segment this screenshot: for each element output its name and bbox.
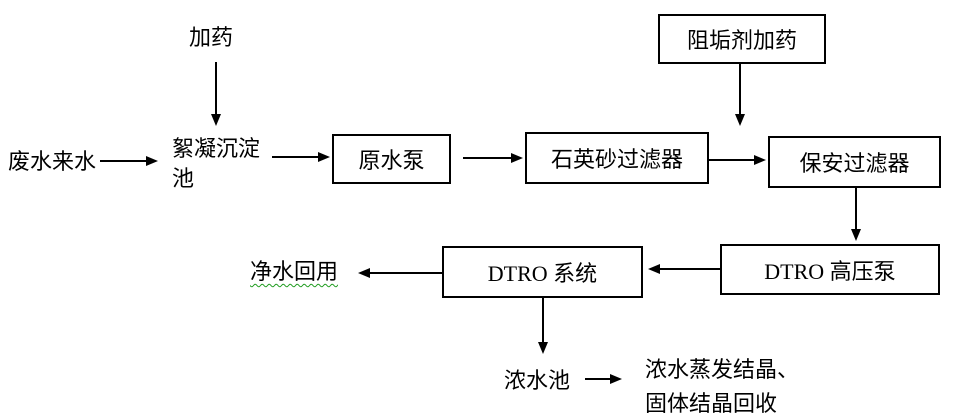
node-raw-water-pump-label: 原水泵 bbox=[358, 148, 425, 173]
node-dtro-system: DTRO 系统 bbox=[442, 246, 643, 298]
arrow-concentrate-tank-to-treatment bbox=[585, 374, 622, 384]
arrow-security-filter-to-dtro-pump bbox=[851, 188, 861, 241]
arrow-dtro-system-to-clean-water bbox=[358, 268, 442, 278]
label-concentrate-treatment: 浓水蒸发结晶、固体结晶回收 bbox=[645, 357, 800, 416]
arrow-dtro-pump-to-dtro-system bbox=[648, 264, 720, 274]
node-antiscalant-dosing: 阻垢剂加药 bbox=[658, 14, 826, 64]
arrow-dosing-to-flocculation bbox=[211, 62, 221, 126]
label-wastewater-inflow: 废水来水 bbox=[8, 149, 97, 174]
node-dtro-hp-pump-label: DTRO 高压泵 bbox=[764, 258, 896, 284]
node-quartz-sand-filter: 石英砂过滤器 bbox=[525, 132, 709, 184]
node-dtro-hp-pump: DTRO 高压泵 bbox=[720, 244, 940, 295]
node-raw-water-pump: 原水泵 bbox=[332, 134, 451, 184]
node-quartz-sand-filter-label: 石英砂过滤器 bbox=[550, 147, 683, 172]
arrow-dtro-system-to-concentrate-tank bbox=[538, 298, 548, 354]
label-concentrate-tank: 浓水池 bbox=[504, 368, 571, 393]
arrow-wastewater-to-flocculation bbox=[100, 156, 158, 166]
arrow-raw-pump-to-quartz-filter bbox=[463, 153, 523, 163]
label-flocculation-tank: 絮凝沉淀池 bbox=[172, 136, 261, 191]
label-clean-water-reuse: 净水回用 bbox=[250, 259, 339, 284]
node-antiscalant-dosing-label: 阻垢剂加药 bbox=[686, 28, 797, 53]
arrow-quartz-filter-to-security-filter bbox=[709, 155, 766, 165]
node-security-filter-label: 保安过滤器 bbox=[799, 151, 910, 176]
node-dtro-system-label: DTRO 系统 bbox=[487, 261, 598, 286]
arrow-antiscalant-to-security-filter bbox=[735, 64, 745, 126]
arrow-flocculation-to-raw-pump bbox=[272, 152, 330, 162]
label-dosing: 加药 bbox=[189, 25, 234, 50]
node-security-filter: 保安过滤器 bbox=[768, 136, 941, 188]
